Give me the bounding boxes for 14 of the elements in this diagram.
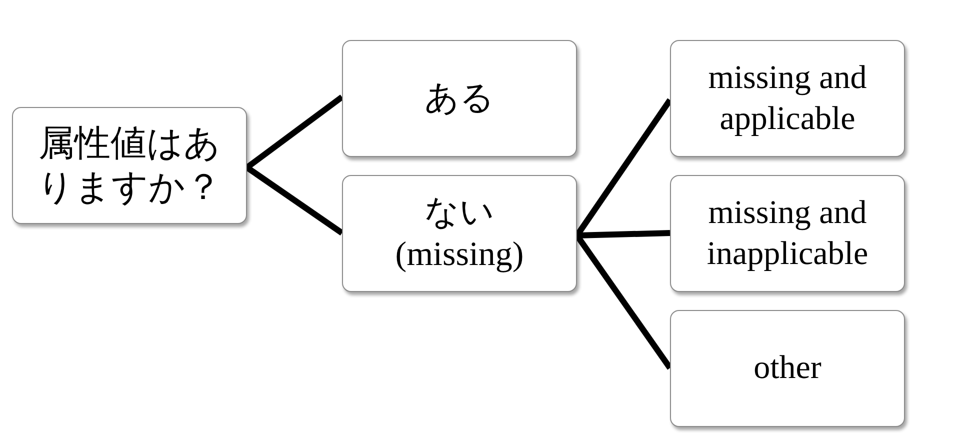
box-label: missing and inapplicable <box>706 194 870 274</box>
text-box <box>342 175 577 292</box>
text-box <box>670 310 905 427</box>
box-label: ない (missing) <box>394 193 525 274</box>
text-box <box>670 40 905 157</box>
connector-line <box>245 94 344 170</box>
text-box <box>342 40 577 157</box>
box-label: 属性値はありますか？ <box>36 122 222 208</box>
text-box <box>670 175 905 292</box>
box-label: other <box>754 349 822 388</box>
box-label: missing and applicable <box>707 59 868 138</box>
box-label: ある <box>424 78 494 119</box>
text-box <box>12 107 247 224</box>
connector-line <box>245 165 344 236</box>
